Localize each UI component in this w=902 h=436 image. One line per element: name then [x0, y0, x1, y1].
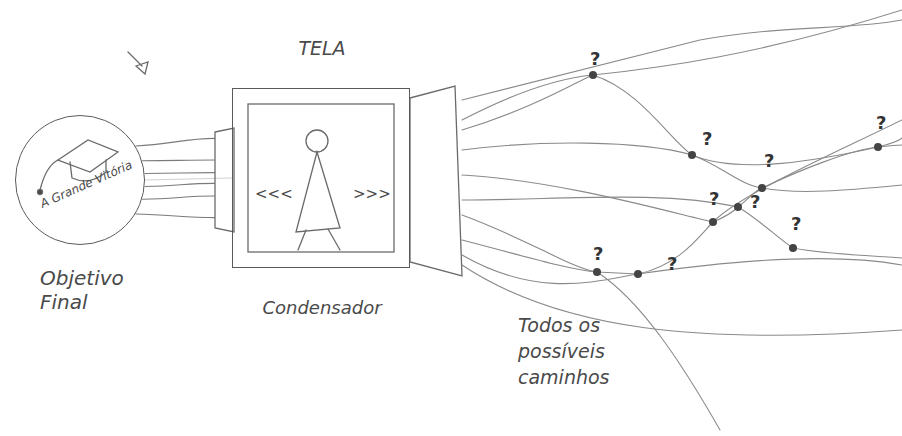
question-mark: ?	[590, 48, 600, 69]
figure-head	[306, 130, 328, 152]
output-cone	[410, 86, 462, 276]
goal-circle: A Grande VitóriaObjetivo Final	[15, 115, 145, 245]
figure-body	[296, 152, 340, 232]
question-mark: ?	[791, 213, 801, 234]
figure-legs	[298, 229, 340, 250]
tassel-end	[38, 190, 43, 195]
screen-frame	[248, 104, 394, 252]
goal-text: A Grande Vitória	[38, 158, 134, 211]
question-mark: ?	[709, 188, 719, 209]
pencil-mark	[128, 52, 142, 66]
funnel-connector	[135, 138, 232, 217]
arrow-left-text: <<<	[255, 185, 293, 203]
arrow-head-mark	[136, 62, 148, 74]
goal-heading: Objetivo Final	[40, 266, 136, 314]
question-mark: ?	[764, 150, 774, 171]
note-text: Todos os possíveis caminhos	[518, 312, 630, 390]
screen-heading: TELA	[233, 37, 411, 59]
arrow-right-text: >>>	[353, 185, 391, 203]
decision-dots	[589, 71, 882, 278]
question-mark: ?	[593, 243, 603, 264]
condenser-label: Condensador	[223, 297, 421, 318]
question-mark: ?	[667, 253, 677, 274]
question-mark: ?	[750, 191, 760, 212]
question-mark: ?	[702, 128, 712, 149]
condenser-box: TELA<<<>>>Condensador	[232, 88, 410, 268]
question-mark: ?	[876, 112, 886, 133]
cap-tassel	[40, 160, 58, 190]
path-fan	[462, 10, 902, 430]
